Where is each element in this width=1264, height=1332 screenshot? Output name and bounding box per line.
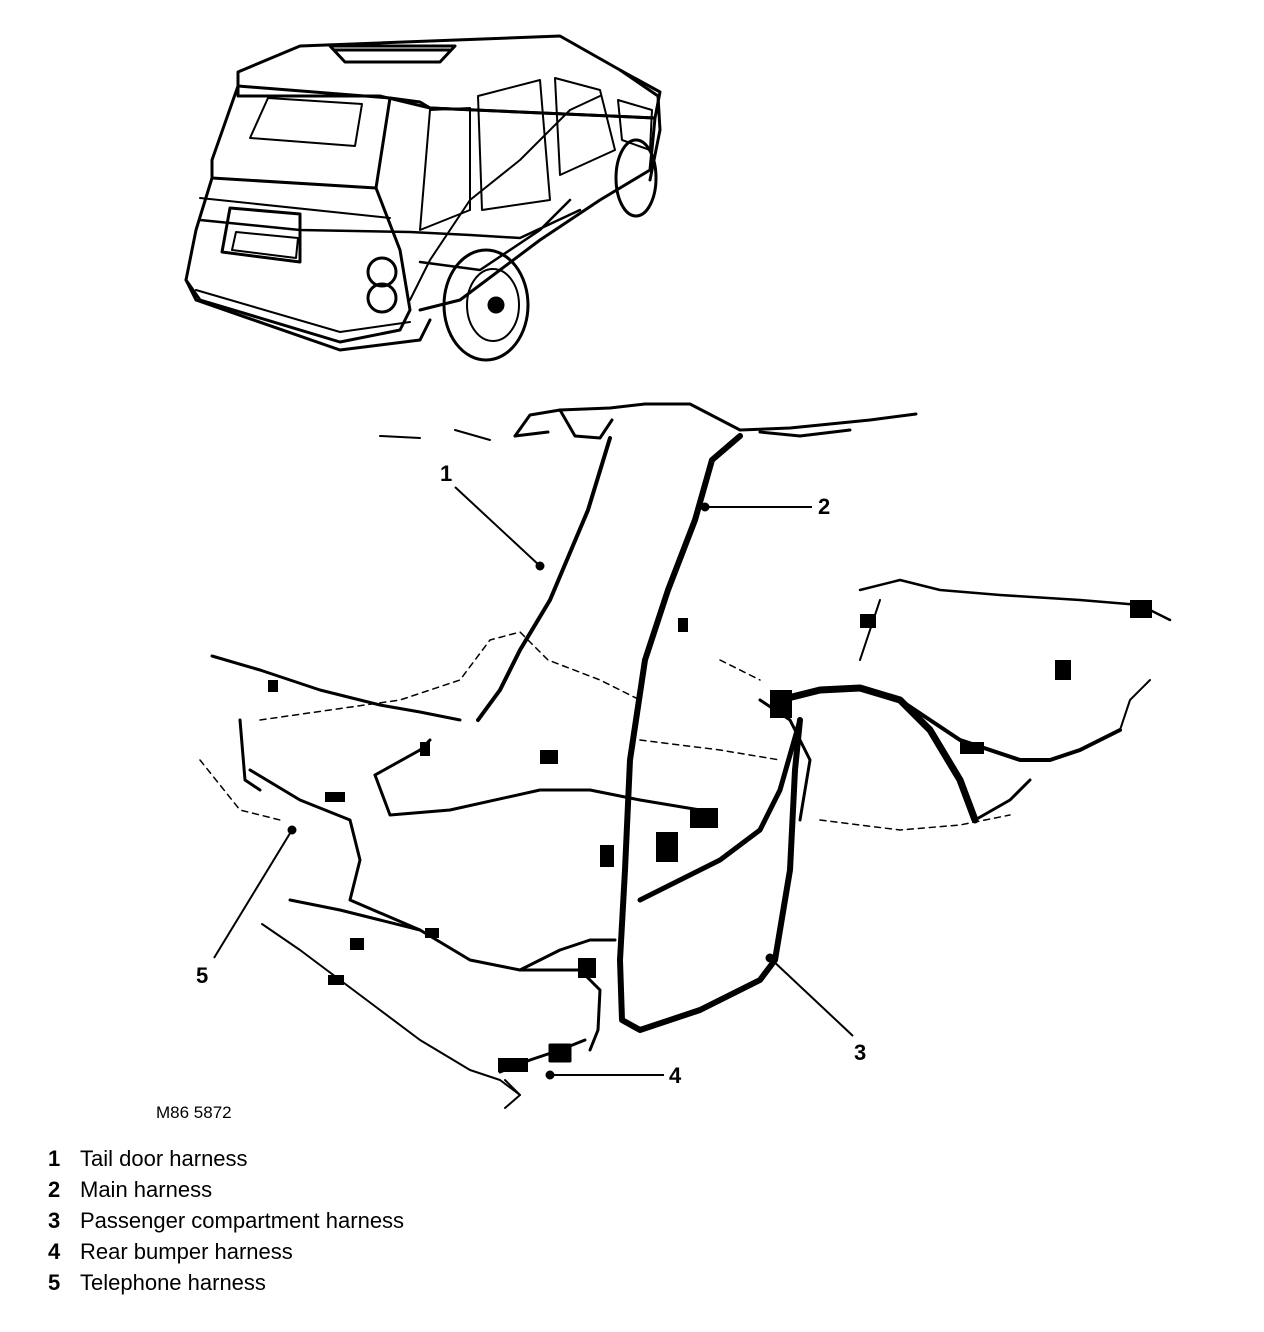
- connectors: [268, 600, 1152, 1072]
- legend-item-label: Telephone harness: [80, 1270, 266, 1295]
- legend-item-number: 4: [48, 1239, 61, 1264]
- legend-item-number: 1: [48, 1146, 61, 1171]
- vehicle-illustration: [184, 34, 662, 362]
- legend: 1 Tail door harness 2 Main harness 3 Passen…: [48, 1143, 648, 1298]
- figure-reference: M86 5872: [156, 1103, 232, 1122]
- legend-item-label: Tail door harness: [80, 1146, 248, 1171]
- roof-harness: [379, 402, 918, 441]
- legend-item-label: Rear bumper harness: [80, 1239, 293, 1264]
- callout-3: 3: [854, 1040, 866, 1065]
- legend-item-number: 5: [48, 1270, 61, 1295]
- harness-layout: [199, 402, 1172, 1109]
- legend-item: 5 Telephone harness: [48, 1267, 648, 1298]
- tail-door-harness-line: [476, 436, 612, 722]
- telephone-harness-line: [261, 923, 521, 1096]
- passenger-compartment-harness: [637, 578, 1172, 903]
- legend-item-number: 2: [48, 1177, 61, 1202]
- main-harness-line: [617, 433, 803, 1033]
- floor-outline: [199, 631, 1011, 831]
- callout-4: 4: [669, 1063, 682, 1088]
- legend-item: 2 Main harness: [48, 1174, 648, 1205]
- legend-item-label: Main harness: [80, 1177, 213, 1202]
- callout-1: 1: [440, 461, 452, 486]
- callout-leaders: [213, 486, 854, 1080]
- legend-item: 3 Passenger compartment harness: [48, 1205, 648, 1236]
- legend-item-label: Passenger compartment harness: [80, 1208, 405, 1233]
- callout-2: 2: [818, 494, 830, 519]
- left-floor-harness: [210, 654, 702, 1052]
- legend-item: 4 Rear bumper harness: [48, 1236, 648, 1267]
- legend-item: 1 Tail door harness: [48, 1143, 648, 1174]
- callout-5: 5: [196, 963, 208, 988]
- legend-item-number: 3: [48, 1208, 61, 1233]
